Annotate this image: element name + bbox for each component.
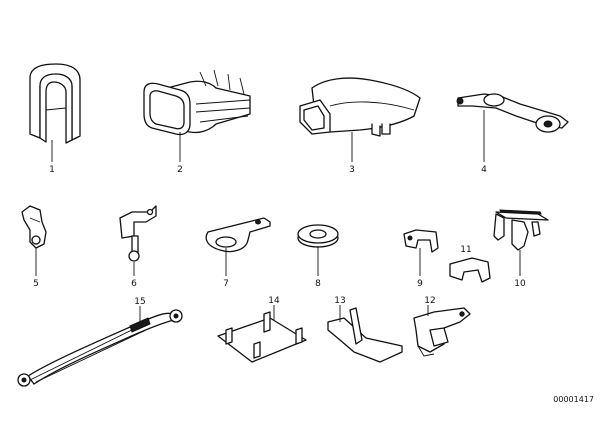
part-label-1: 1 xyxy=(49,165,55,175)
part-label-8: 8 xyxy=(315,279,321,289)
cable-holder-icon xyxy=(456,93,569,133)
grommet-icon xyxy=(297,224,339,248)
part-label-11: 11 xyxy=(460,245,471,255)
boot-cover-icon xyxy=(143,69,251,136)
part-label-13: 13 xyxy=(334,296,345,306)
part-label-14: 14 xyxy=(268,296,280,306)
part-label-15: 15 xyxy=(134,297,145,307)
clip-strip-icon xyxy=(493,209,549,251)
end-cap-icon xyxy=(29,63,81,144)
cable-clip-icon xyxy=(119,205,157,262)
clip-icon xyxy=(403,229,439,253)
part-label-12: 12 xyxy=(424,296,435,306)
document-number: 00001417 xyxy=(553,395,594,404)
part-label-5: 5 xyxy=(33,279,39,289)
bracket-icon xyxy=(205,217,271,253)
terminal-cover-icon xyxy=(299,77,421,137)
part-label-3: 3 xyxy=(349,165,355,175)
part-label-9: 9 xyxy=(417,279,423,289)
holder-icon xyxy=(413,307,471,357)
part-label-10: 10 xyxy=(514,279,526,289)
part-label-4: 4 xyxy=(481,165,487,175)
part-label-2: 2 xyxy=(177,165,183,175)
bracket-icon xyxy=(327,307,403,363)
cable-clip-icon xyxy=(21,205,47,249)
part-label-7: 7 xyxy=(223,279,229,289)
part-label-6: 6 xyxy=(131,279,137,289)
ground-strap-icon xyxy=(17,309,183,387)
clip-icon xyxy=(449,257,491,283)
mounting-plate-icon xyxy=(217,311,307,363)
